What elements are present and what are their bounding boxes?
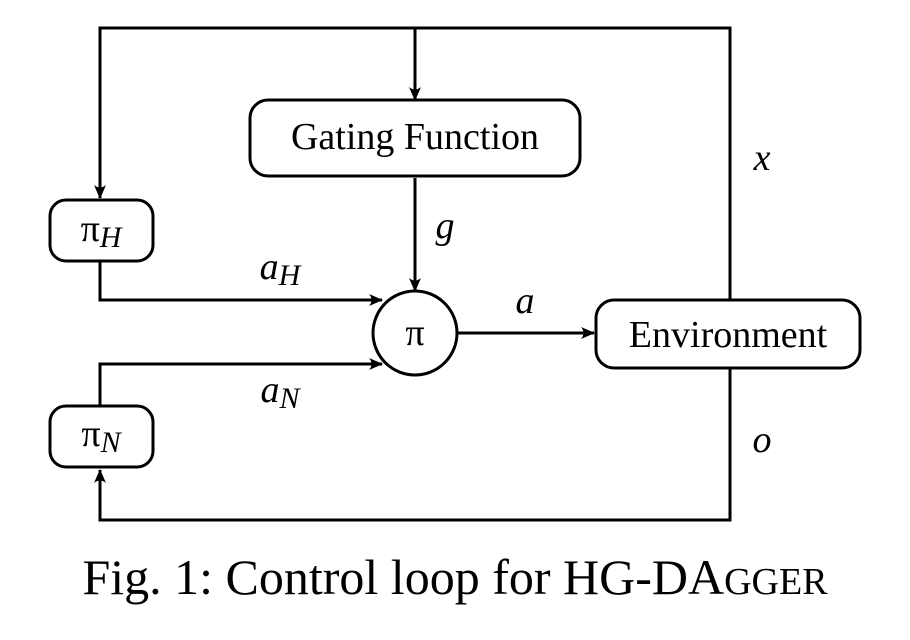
edge-o-observation <box>94 368 732 522</box>
pi-mixer-label: π <box>405 312 424 354</box>
edge-label-g: g <box>436 205 455 247</box>
edge-a-h <box>98 262 383 306</box>
edge-label-o: o <box>753 419 772 461</box>
edge-label-a-h: aH <box>260 246 303 292</box>
caption-caps-first: A <box>687 549 725 605</box>
gating-function-label: Gating Function <box>291 116 539 158</box>
edge-label-a-n: aN <box>260 369 301 415</box>
pi-n-box <box>48 404 155 469</box>
environment-label: Environment <box>629 314 828 356</box>
caption-prefix: Fig. 1: Control loop for HG-D <box>82 549 688 605</box>
pi-h-label: πH <box>81 208 124 254</box>
edge-a-n <box>98 358 383 405</box>
caption-caps-rest: gger <box>724 561 828 603</box>
environment-box <box>594 298 862 370</box>
pi-h-box <box>48 198 155 263</box>
figure-caption: Fig. 1: Control loop for HG-DAgger <box>0 548 910 606</box>
edge-label-a: a <box>516 280 535 322</box>
pi-mixer-node <box>371 289 459 377</box>
gating-function-box <box>248 98 582 178</box>
pi-n-label: πN <box>81 413 122 459</box>
edge-label-x: x <box>753 137 771 179</box>
